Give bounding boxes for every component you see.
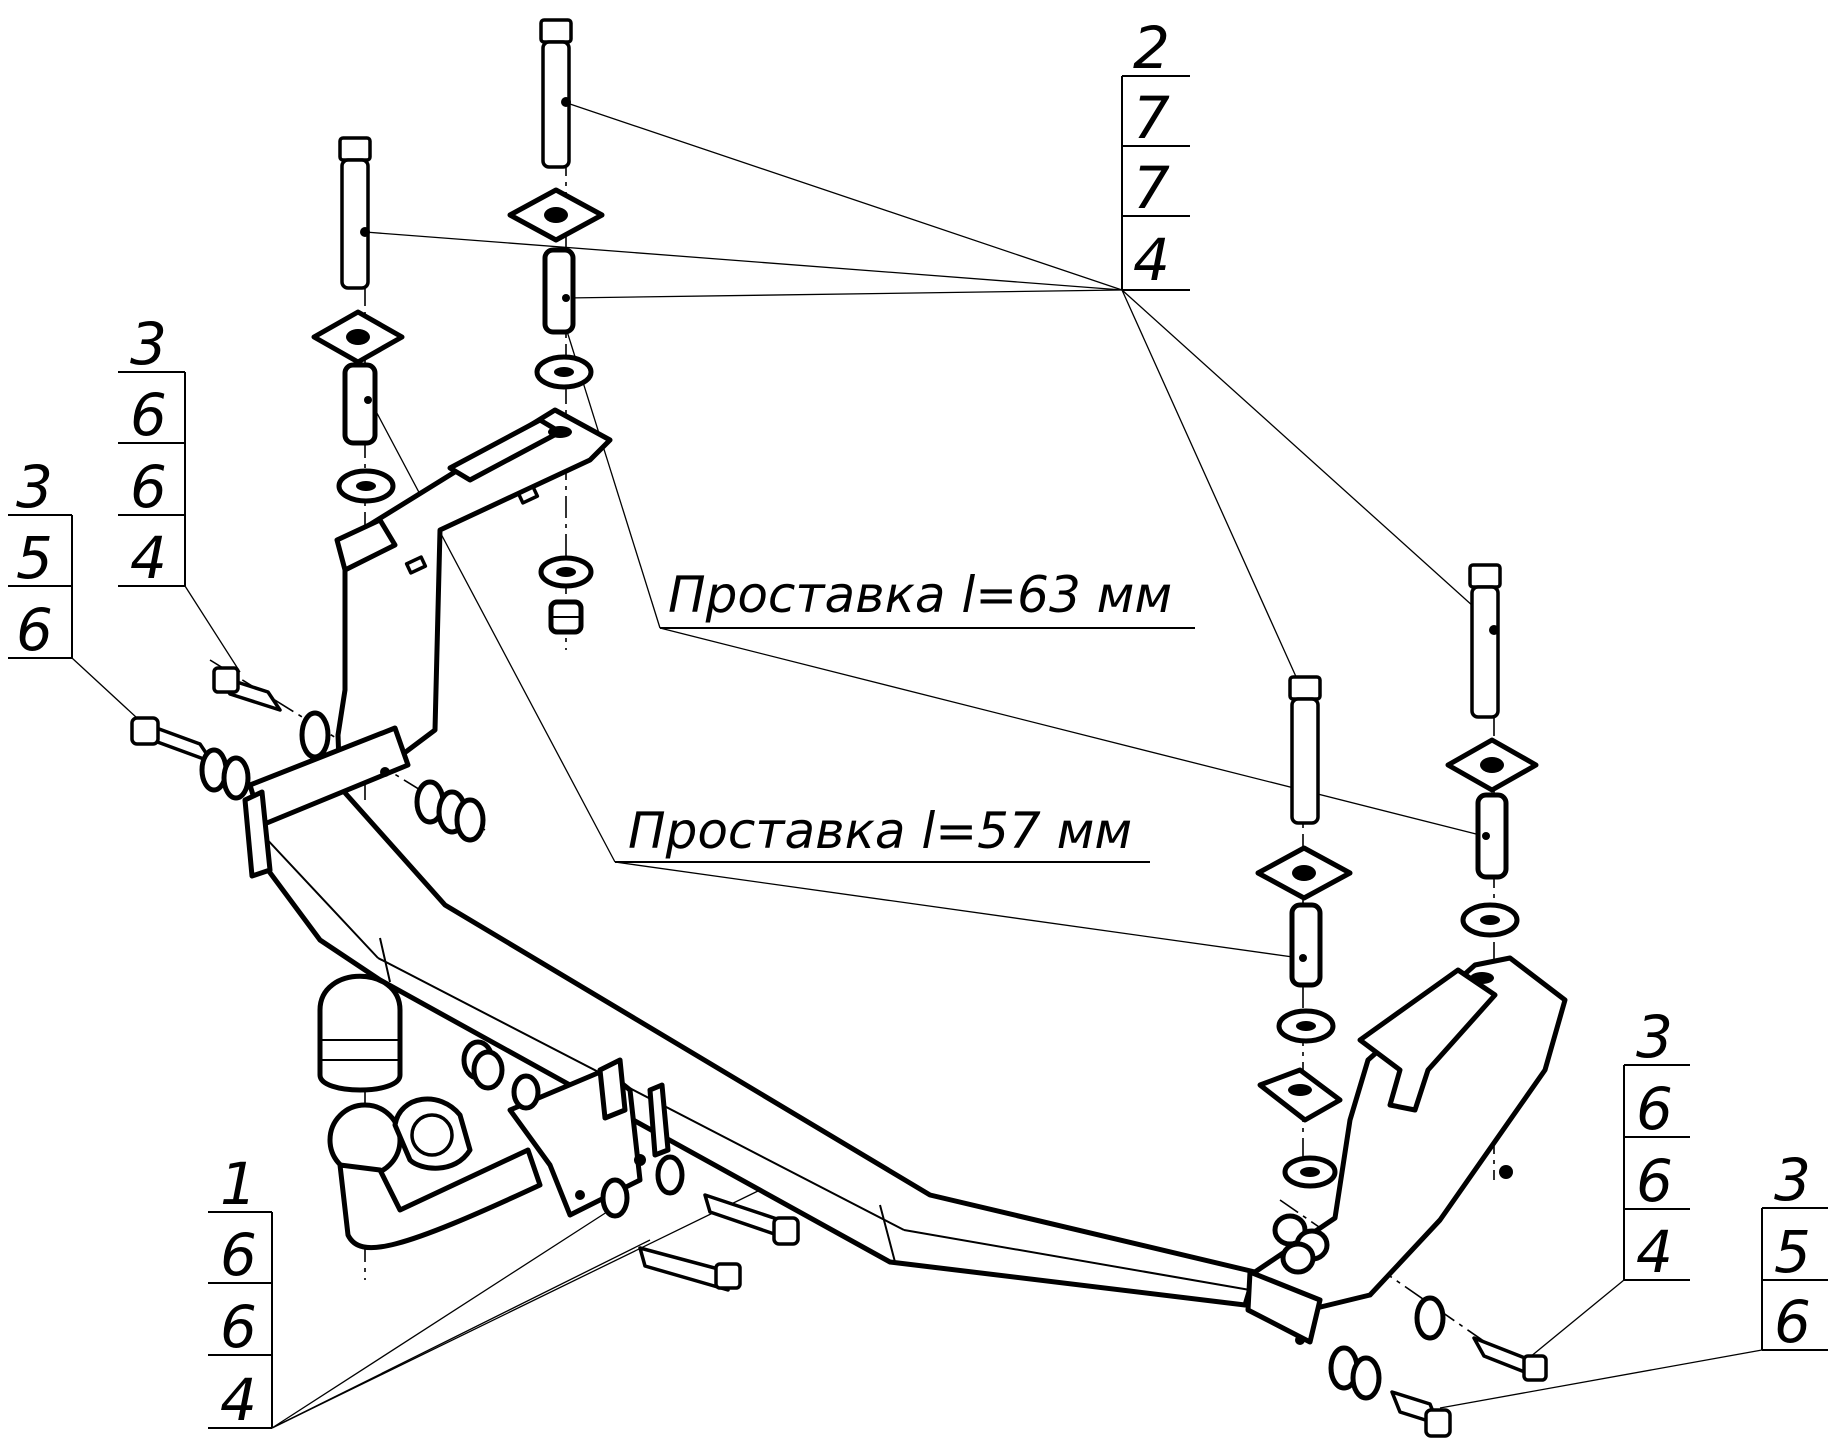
callout-number: 6 — [220, 1221, 257, 1289]
callout-number: 5 — [16, 524, 53, 592]
bolt-rear-right — [1468, 563, 1502, 719]
callout-number: 7 — [1133, 84, 1170, 152]
callout-number: 4 — [1636, 1218, 1673, 1286]
spacer-rr — [1475, 792, 1509, 880]
callout-number: 3 — [16, 453, 53, 521]
callout-number: 6 — [220, 1293, 257, 1361]
right-side-bolt-lower — [1390, 1390, 1452, 1438]
callout-number: 3 — [1774, 1146, 1811, 1214]
callout-number: 4 — [220, 1366, 257, 1434]
bolt-front-left — [338, 136, 372, 290]
right-bracket — [1245, 955, 1568, 1345]
note-spacer-57: Проставка l=57 мм — [615, 802, 1150, 863]
tow-ball — [317, 973, 671, 1251]
callout-number: 1 — [220, 1150, 257, 1218]
left-bracket — [242, 407, 613, 879]
nut-rl — [548, 599, 584, 635]
callout-number: 2 — [1133, 14, 1170, 82]
ball-mount-fasteners — [461, 1039, 800, 1292]
callout-number: 6 — [1774, 1288, 1811, 1356]
square-washer-fl — [311, 309, 405, 365]
square-washer-rl — [507, 187, 605, 243]
callout-number: 7 — [1133, 154, 1170, 222]
callout-number: 4 — [1133, 226, 1170, 294]
bolt-rear-left — [539, 18, 573, 169]
callout-left-upper: 3 6 6 4 — [118, 310, 186, 592]
callout-right-upper: 3 6 6 4 — [1623, 1003, 1690, 1286]
callout-number: 6 — [16, 596, 53, 664]
callout-bottom-left: 1 6 6 4 — [208, 1150, 273, 1434]
callout-number: 6 — [1636, 1147, 1673, 1215]
note-text: Проставка l=63 мм — [668, 566, 1172, 624]
callout-number: 4 — [130, 524, 167, 592]
callout-number: 6 — [130, 381, 167, 449]
spacer-fr — [1289, 902, 1323, 988]
callout-number: 5 — [1774, 1218, 1811, 1286]
right-side-nuts — [1272, 1213, 1446, 1401]
note-spacer-63: Проставка l=63 мм — [660, 566, 1195, 629]
round-washers — [336, 354, 1520, 1189]
crossbeam — [247, 773, 1258, 1308]
callout-left-lower: 3 5 6 — [8, 453, 73, 664]
callout-number: 6 — [130, 453, 167, 521]
callout-top-right: 2 7 7 4 — [1121, 14, 1190, 294]
square-washer-fr — [1255, 845, 1353, 901]
left-side-washers — [199, 710, 486, 843]
square-washer-rr — [1445, 737, 1539, 793]
callout-number: 3 — [130, 310, 167, 378]
left-side-bolt-upper — [212, 666, 282, 712]
spacer-fl — [342, 362, 378, 446]
spacer-rl — [542, 247, 576, 335]
bolt-front-right — [1288, 675, 1322, 825]
left-side-bolt-lower — [130, 716, 214, 764]
callout-right-lower: 3 5 6 — [1761, 1146, 1828, 1356]
right-side-bolt-upper — [1472, 1336, 1548, 1382]
callout-number: 6 — [1636, 1075, 1673, 1143]
note-text: Проставка l=57 мм — [628, 802, 1132, 860]
callout-number: 3 — [1636, 1003, 1673, 1071]
